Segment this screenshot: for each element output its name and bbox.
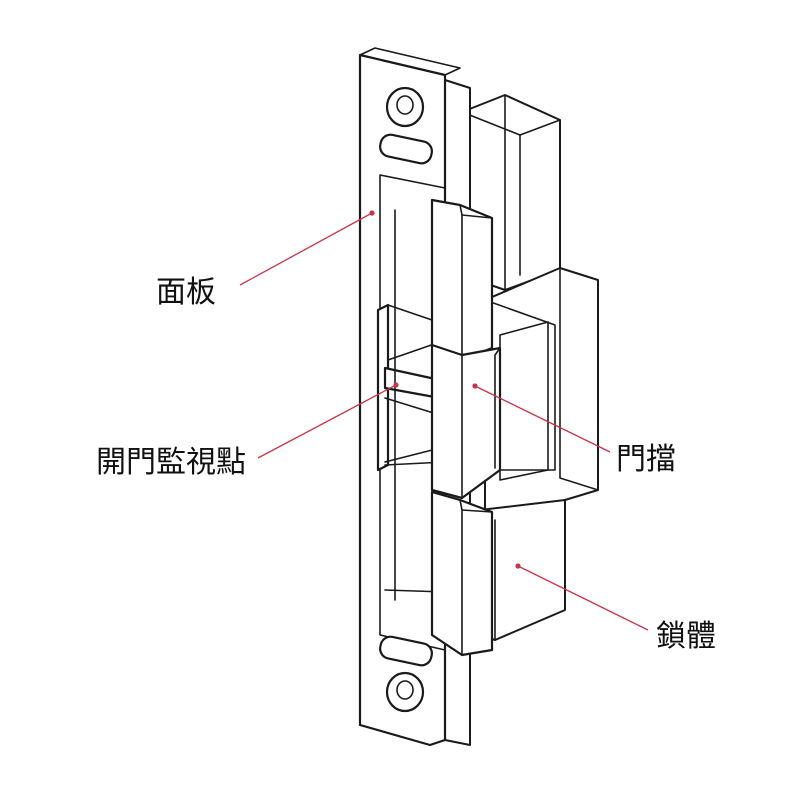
slot-top (379, 133, 433, 165)
leader-faceplate (239, 210, 375, 286)
keeper-drawing (430, 198, 502, 657)
leader-keeper (472, 383, 611, 453)
screw-hole-bottom (385, 671, 425, 713)
leader-door-monitor (257, 382, 399, 459)
label-lock-body: 鎖體 (656, 619, 716, 654)
label-keeper: 門擋 (616, 442, 676, 477)
slot-bottom (379, 635, 433, 667)
label-door-monitor-point: 開門監視點 (96, 445, 246, 480)
screw-hole-top (385, 86, 425, 128)
label-faceplate: 面板 (156, 275, 216, 310)
leader-lock-body (515, 563, 649, 631)
